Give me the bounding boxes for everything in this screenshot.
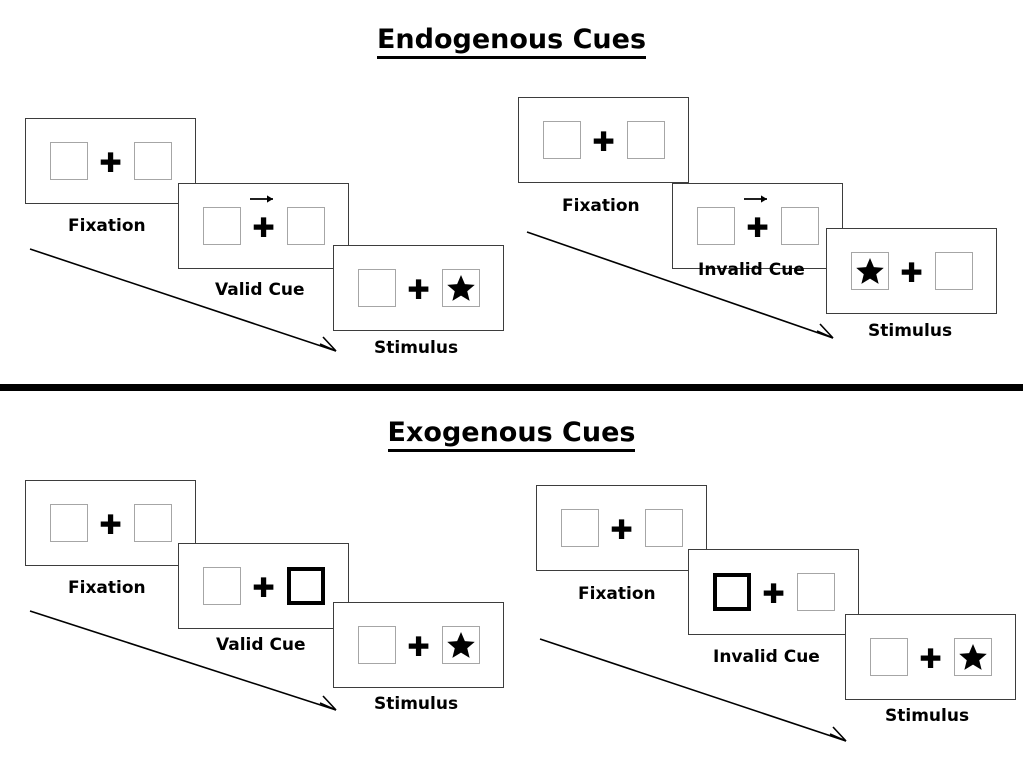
caption-exogenous-valid-fixation: Fixation bbox=[68, 578, 146, 598]
box-left bbox=[202, 207, 241, 245]
fixation-cross-icon: ✚ bbox=[407, 631, 430, 663]
box-left bbox=[869, 638, 908, 676]
fixation-cross-icon: ✚ bbox=[592, 126, 615, 158]
time-arrow-endogenous-invalid bbox=[526, 231, 834, 339]
caption-endogenous-invalid-fixation: Fixation bbox=[562, 196, 640, 216]
section-title-endogenous-text: Endogenous Cues bbox=[376, 24, 647, 59]
caption-exogenous-valid-stimulus: Stimulus bbox=[374, 694, 459, 714]
fixation-cross-icon: ✚ bbox=[735, 194, 781, 242]
star-icon bbox=[446, 632, 475, 658]
box-left-target bbox=[850, 252, 889, 290]
fixation-cross-icon: ✚ bbox=[252, 572, 275, 604]
frame-exogenous-invalid-fixation: ✚ bbox=[536, 485, 707, 571]
section-title-endogenous: Endogenous Cues bbox=[0, 24, 1023, 59]
frame-exogenous-valid-stimulus: ✚ bbox=[333, 602, 504, 688]
section-exogenous-cues: Exogenous Cues ✚ Fixation ✚ Valid Cue bbox=[0, 392, 1023, 767]
section-title-exogenous-text: Exogenous Cues bbox=[387, 417, 636, 452]
section-divider bbox=[0, 384, 1023, 391]
box-left bbox=[49, 504, 88, 542]
section-title-exogenous: Exogenous Cues bbox=[0, 417, 1023, 452]
caption-exogenous-invalid-fixation: Fixation bbox=[578, 584, 656, 604]
frame-endogenous-valid-fixation: ✚ bbox=[25, 118, 196, 204]
time-arrow-endogenous-valid bbox=[29, 248, 337, 352]
box-right bbox=[780, 207, 819, 245]
caption-exogenous-invalid-stimulus: Stimulus bbox=[885, 706, 970, 726]
box-right-target bbox=[441, 269, 480, 307]
caption-endogenous-valid-fixation: Fixation bbox=[68, 216, 146, 236]
fixation-cross-icon: ✚ bbox=[99, 147, 122, 179]
box-left bbox=[560, 509, 599, 547]
frame-endogenous-invalid-cue: ✚ bbox=[672, 183, 843, 269]
box-right bbox=[644, 509, 683, 547]
fixation-cross-icon: ✚ bbox=[762, 578, 785, 610]
fixation-cross-icon: ✚ bbox=[900, 257, 923, 289]
star-icon bbox=[446, 275, 475, 301]
box-right bbox=[133, 142, 172, 180]
frame-exogenous-valid-fixation: ✚ bbox=[25, 480, 196, 566]
frame-exogenous-invalid-cue: ✚ bbox=[688, 549, 859, 635]
arrow-right-icon bbox=[249, 194, 273, 203]
box-right bbox=[796, 573, 835, 611]
frame-endogenous-invalid-fixation: ✚ bbox=[518, 97, 689, 183]
box-right bbox=[626, 121, 665, 159]
fixation-cross-icon: ✚ bbox=[407, 274, 430, 306]
caption-endogenous-invalid-cue: Invalid Cue bbox=[698, 260, 805, 280]
section-endogenous-cues: Endogenous Cues ✚ Fixation ✚ bbox=[0, 24, 1023, 358]
box-left bbox=[696, 207, 735, 245]
frame-exogenous-valid-cue: ✚ bbox=[178, 543, 349, 629]
box-right-target bbox=[441, 626, 480, 664]
frame-endogenous-valid-stimulus: ✚ bbox=[333, 245, 504, 331]
fixation-cross-icon: ✚ bbox=[919, 643, 942, 675]
box-left bbox=[542, 121, 581, 159]
fixation-cross-icon: ✚ bbox=[99, 509, 122, 541]
caption-exogenous-valid-cue: Valid Cue bbox=[216, 635, 306, 655]
box-left bbox=[357, 269, 396, 307]
arrow-right-icon bbox=[743, 194, 767, 203]
fixation-cross-icon: ✚ bbox=[241, 194, 287, 242]
box-right-cued bbox=[286, 567, 325, 605]
frame-endogenous-invalid-stimulus: ✚ bbox=[826, 228, 997, 314]
caption-exogenous-invalid-cue: Invalid Cue bbox=[713, 647, 820, 667]
star-icon bbox=[855, 258, 884, 284]
caption-endogenous-invalid-stimulus: Stimulus bbox=[868, 321, 953, 341]
time-arrow-exogenous-valid bbox=[29, 610, 337, 711]
frame-endogenous-valid-cue: ✚ bbox=[178, 183, 349, 269]
box-left bbox=[357, 626, 396, 664]
box-right-target bbox=[953, 638, 992, 676]
caption-endogenous-valid-cue: Valid Cue bbox=[215, 280, 305, 300]
frame-exogenous-invalid-stimulus: ✚ bbox=[845, 614, 1016, 700]
star-icon bbox=[958, 644, 987, 670]
box-left bbox=[49, 142, 88, 180]
time-arrow-exogenous-invalid bbox=[539, 638, 847, 742]
box-right bbox=[934, 252, 973, 290]
box-right bbox=[286, 207, 325, 245]
box-left-cued bbox=[712, 573, 751, 611]
box-left bbox=[202, 567, 241, 605]
box-right bbox=[133, 504, 172, 542]
fixation-cross-icon: ✚ bbox=[610, 514, 633, 546]
caption-endogenous-valid-stimulus: Stimulus bbox=[374, 338, 459, 358]
